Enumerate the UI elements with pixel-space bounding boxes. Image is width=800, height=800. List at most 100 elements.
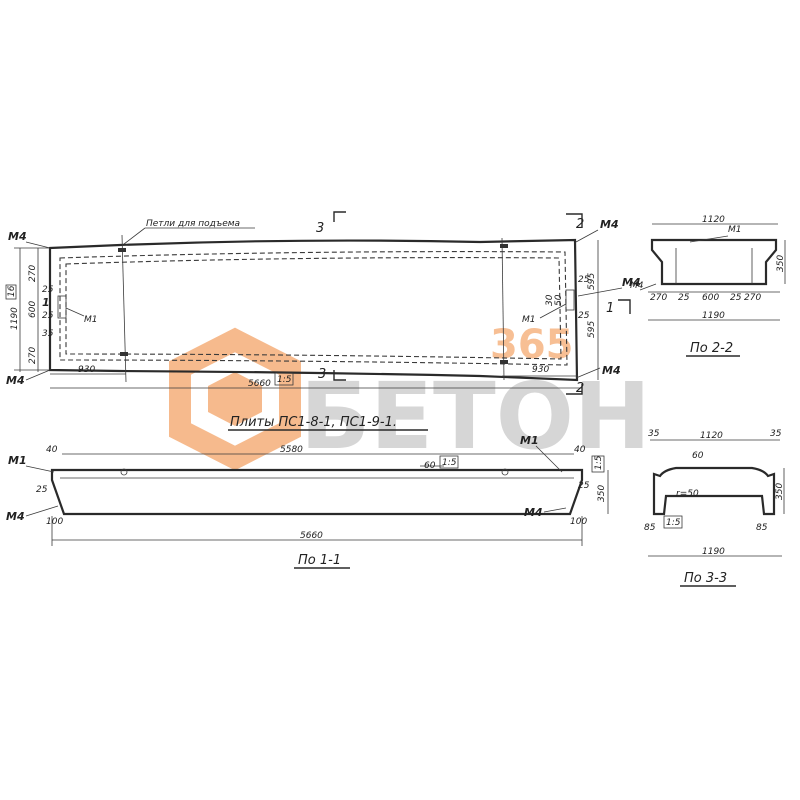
s33-scale: 1:5 [666, 518, 681, 528]
section-2-bot-arrow [566, 384, 583, 395]
m1-l-leader [65, 307, 85, 317]
mark-m4-top-left: М4 [8, 230, 27, 243]
section-3-bot-arrow [333, 370, 346, 381]
mark-m4-bottom-right: М4 [602, 364, 621, 377]
embed-m1-right [565, 289, 575, 311]
s22-dim-25-r: 25 [730, 293, 742, 303]
dim-270-bot: 270 [28, 347, 38, 364]
s11-scale-r: 1:5 [594, 455, 604, 470]
loop-mark-tl [118, 248, 126, 252]
s11-caption: По 1-1 [298, 553, 341, 568]
section-2-2: 1120 М1 350 270 25 600 25 270 1190 М4 По… [630, 215, 786, 357]
s11-dim-25-r: 25 [578, 481, 590, 491]
s33-dim-350: 350 [775, 483, 785, 500]
s22-dim-1190: 1190 [702, 311, 725, 321]
mark-m1-left: М1 [84, 315, 98, 325]
s22-dim-600: 600 [702, 293, 719, 303]
loop-mark-tr [500, 244, 508, 248]
lifting-loop-line-right [501, 237, 505, 381]
s11-profile [50, 468, 584, 516]
s22-mark-m4: М4 [630, 281, 644, 291]
section-3-top: 3 [316, 221, 324, 236]
m4-br-leader [575, 367, 601, 379]
reinforcement-contour-inner [65, 257, 562, 360]
s22-dim-25-l: 25 [678, 293, 690, 303]
s33-r50: r=50 [676, 489, 699, 499]
section-3-top-arrow [333, 211, 346, 222]
plan-title: Плиты ПС1-8-1, ПС1-9-1. [230, 415, 397, 430]
dim-600: 600 [28, 301, 38, 318]
loop-mark-br [500, 360, 508, 364]
embed-m1-left [57, 295, 67, 319]
dim-595-bot: 595 [587, 321, 597, 338]
s11-mark-m4-r: М4 [524, 506, 543, 519]
s11-dim-5660: 5660 [300, 531, 323, 541]
s22-dim-270-l: 270 [650, 293, 667, 303]
s11-loop-r [501, 468, 509, 476]
slab-outline [48, 238, 579, 382]
mark-m4-bottom-left: М4 [6, 374, 25, 387]
s33-dim-1120: 1120 [700, 431, 723, 441]
dim-r50: 50 [554, 294, 564, 306]
dim-595-top: 595 [587, 273, 597, 290]
s22-mark-m1: М1 [728, 225, 742, 235]
s33-caption: По 3-3 [684, 571, 727, 586]
s33-dim-60: 60 [692, 451, 704, 461]
s11-scale: 1:5 [442, 458, 457, 468]
s11-m1-l-leader [25, 465, 55, 473]
s11-scale-box [439, 455, 459, 469]
s11-m4-r-leader [543, 507, 567, 513]
m4-tr-leader [575, 229, 599, 243]
dim-25-b: 25 [42, 311, 54, 321]
scale-plan: 1:5 [277, 375, 292, 385]
watermark-brand: БЕТОН [300, 363, 651, 470]
s22-dim-350: 350 [776, 255, 786, 272]
section-2-top-arrow [566, 213, 583, 228]
s11-loop-l [120, 468, 128, 476]
watermark-logo-icon [169, 327, 301, 471]
dim-35: 35 [42, 329, 54, 339]
dim-930-left: 930 [78, 365, 95, 375]
s11-dim-25-l: 25 [36, 485, 48, 495]
s11-dim-100-r: 100 [570, 517, 587, 527]
section-1-left: 1 [42, 296, 50, 309]
m1-r-leader [539, 303, 567, 319]
s33-dim-1190: 1190 [702, 547, 725, 557]
reinforcement-contour [59, 251, 568, 366]
s33-dim-35-l: 35 [648, 429, 660, 439]
s11-mark-m4-l: М4 [6, 510, 25, 523]
s33-dim-85-r: 85 [756, 523, 768, 533]
lifting-loops-label: Петли для подъема [146, 219, 240, 229]
s11-dim-40-l: 40 [46, 445, 58, 455]
s11-scale-box-r [591, 455, 605, 473]
s11-m1-r-leader [535, 445, 563, 473]
scale-box [274, 372, 294, 386]
s11-dim-100-l: 100 [46, 517, 63, 527]
s22-profile [650, 238, 778, 286]
section-1-right-arrow [618, 299, 631, 314]
dim-270-top: 270 [28, 265, 38, 282]
s11-mark-m1-r: М1 [520, 434, 539, 447]
dim-1190: 1190 [10, 307, 20, 330]
section-3-3: 1120 35 35 60 r=50 350 85 85 1:5 1190 По… [644, 429, 785, 587]
s22-m1-leader [689, 235, 729, 243]
s22-dim-270-r: 270 [744, 293, 761, 303]
section-1-1: 5580 40 40 60 1:5 1:5 М1 М1 25 25 350 М4… [6, 434, 609, 569]
m4-mr-leader [577, 287, 623, 297]
section-2-bot: 2 [576, 381, 584, 396]
dim-r25-b: 25 [578, 311, 590, 321]
s22-m4-leader [639, 283, 657, 291]
dim-5660-plan: 5660 [248, 379, 271, 389]
section-3-bot: 3 [318, 367, 326, 382]
lifting-loop-line-left [121, 234, 127, 383]
s11-dim-60: 60 [424, 461, 436, 471]
s33-dim-85-l: 85 [644, 523, 656, 533]
dim-930-right: 930 [532, 365, 549, 375]
s11-mark-m1-l: М1 [8, 454, 27, 467]
s11-dim-5580: 5580 [280, 445, 303, 455]
dim-16-box [5, 284, 17, 300]
s11-dim-350: 350 [597, 485, 607, 502]
m4-bl-leader [25, 369, 51, 381]
mark-m4-top-right: М4 [600, 218, 619, 231]
